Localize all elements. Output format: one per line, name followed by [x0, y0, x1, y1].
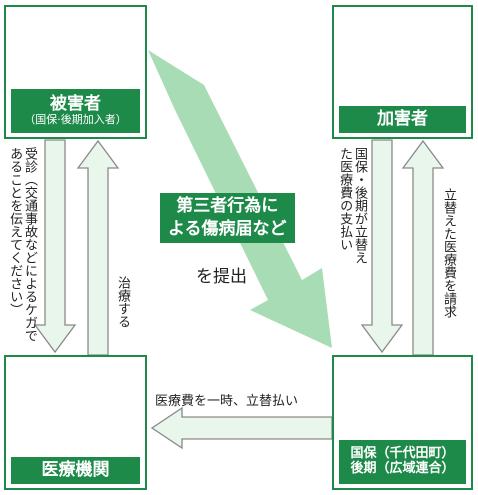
medical-label: 医療機関: [11, 457, 140, 484]
temp-payment-text: 医療費を一時、立替払い: [155, 394, 299, 409]
consult-text: 受診（交通事故などによるケガであることを伝えてください）: [7, 147, 37, 342]
report-line1: 第三者行為に: [176, 196, 279, 216]
request-text: 立替えた医療費を請求: [440, 188, 456, 318]
temp-payment-arrow: [150, 406, 333, 450]
perpetrator-label: 加害者: [339, 106, 466, 133]
consult-arrow: [33, 139, 77, 354]
victim-title: 被害者: [50, 93, 101, 114]
victim-label: 被害者 （国保·後期加入者）: [11, 89, 140, 133]
insurer-pays-text: 国保・後期が立替えた医療費の支払い: [337, 147, 367, 264]
treat-text: 治療する: [114, 276, 130, 328]
medical-title: 医療機関: [41, 459, 110, 480]
report-suffix: を提出: [196, 267, 247, 287]
perpetrator-title: 加害者: [377, 108, 428, 129]
insurer-line2: 後期（広域連合）: [350, 461, 455, 476]
treat-arrow: [76, 139, 120, 356]
victim-subtitle: （国保·後期加入者）: [24, 113, 127, 127]
report-highlight: 第三者行為に よる傷病届など: [160, 193, 295, 243]
insurer-line1: 国保（千代田町）: [350, 446, 455, 462]
insurer-pays-arrow: [360, 139, 404, 354]
report-line2: よる傷病届など: [168, 218, 287, 239]
insurer-label: 国保（千代田町） 後期（広域連合）: [339, 440, 466, 484]
request-arrow: [401, 139, 445, 356]
